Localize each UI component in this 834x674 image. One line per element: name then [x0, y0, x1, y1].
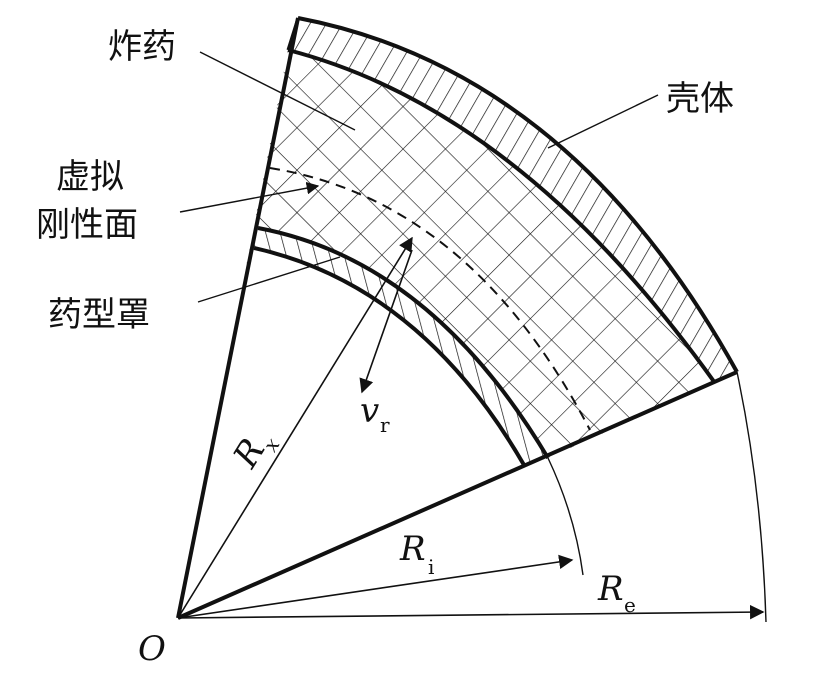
virtual-rigid-leader	[179, 181, 320, 213]
explosive-leader	[199, 51, 356, 131]
vr-label: v r	[360, 391, 390, 437]
vr-arrow	[359, 249, 413, 394]
virtual-rigid-label-line1: 虚拟	[56, 157, 124, 197]
liner-leader	[197, 256, 341, 303]
re-label: R e	[597, 569, 636, 617]
casing-leader	[547, 94, 659, 149]
svg-text:e: e	[624, 593, 636, 617]
explosive-label: 炸药	[108, 27, 176, 67]
rx-arrow	[177, 236, 413, 619]
svg-text:R: R	[399, 529, 426, 569]
re-arrow	[177, 604, 765, 620]
casing-label: 壳体	[666, 79, 734, 119]
ri-label: R i	[399, 529, 434, 579]
svg-text:R: R	[597, 569, 624, 609]
svg-text:i: i	[428, 555, 434, 579]
liner-label: 药型罩	[48, 295, 150, 335]
svg-text:v: v	[360, 391, 379, 431]
virtual-rigid-label-line2: 刚性面	[36, 205, 138, 245]
radius-arrows	[177, 236, 765, 620]
origin-label: O	[138, 629, 166, 669]
virtual-rigid-surface	[269, 167, 591, 431]
ri-arrow	[177, 554, 574, 619]
radius-extension-arcs	[547, 371, 767, 623]
leader-lines	[179, 51, 659, 303]
sector-boundaries	[176, 17, 738, 620]
rx-label: R x	[225, 432, 284, 476]
svg-text:r: r	[380, 413, 390, 437]
